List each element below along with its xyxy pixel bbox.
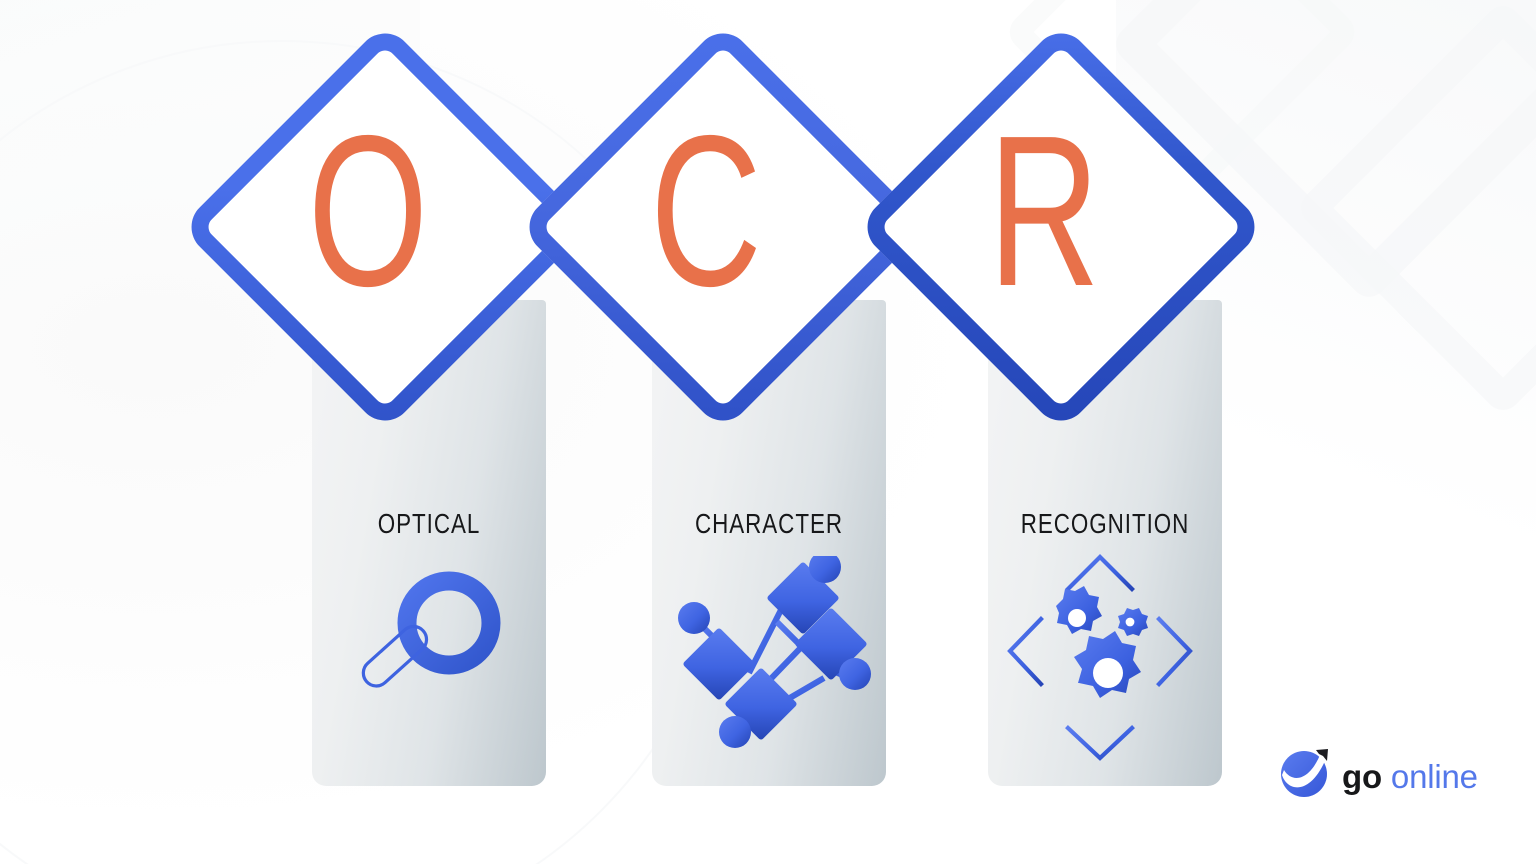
logo-wordmark: go online — [1342, 760, 1478, 793]
label-optical: OPTICAL — [377, 508, 481, 539]
go-online-logo: go online — [1278, 748, 1478, 805]
label-character: CHARACTER — [694, 508, 844, 539]
go-online-swoosh-logo-mark — [1278, 748, 1334, 805]
magnifier-icon — [352, 568, 522, 733]
network-nodes-icon — [665, 551, 880, 761]
logo-word-go: go — [1342, 758, 1382, 795]
logo-word-online: online — [1390, 758, 1478, 795]
gears-in-diamond-icon — [1000, 548, 1200, 768]
label-recognition: RECOGNITION — [1020, 508, 1190, 539]
